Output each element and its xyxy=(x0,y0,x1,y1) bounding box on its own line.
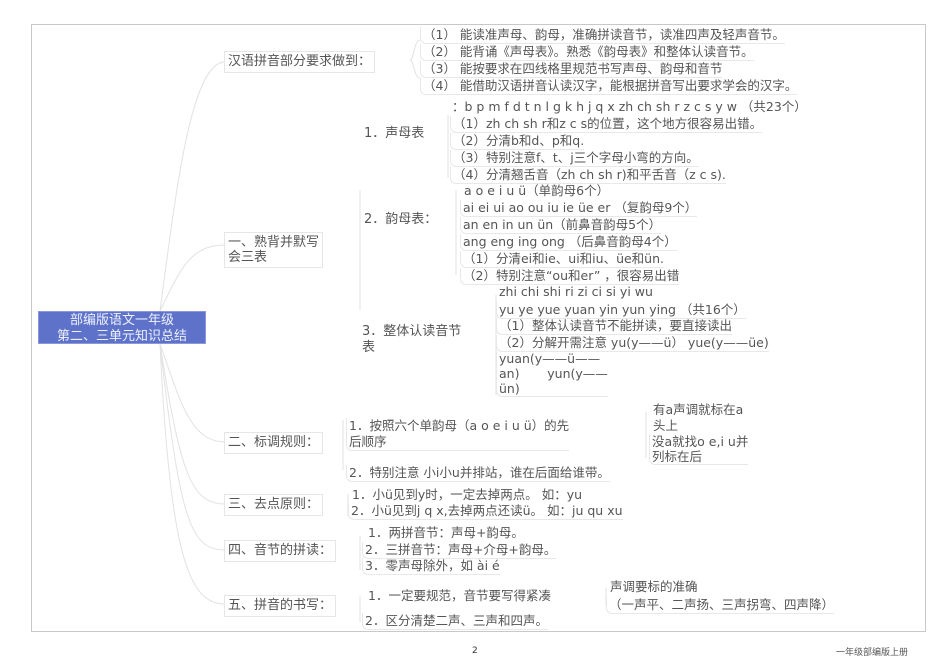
intro-item-3: （3） 能按要求在四线格里规范书写声母、韵母和音节 xyxy=(420,61,723,78)
four-item-1: 1．两拼音节：声母+韵母。 xyxy=(368,525,524,540)
sub-shengmu[interactable]: 1．声母表 xyxy=(364,126,424,142)
branch-four[interactable]: 四、音节的拼读： xyxy=(224,540,337,562)
two-item-1-line1: 1．按照六个单韵母（a o e i u ü）的先 xyxy=(349,418,570,433)
branch-one-label-line1: 一、熟背并默写 xyxy=(228,235,320,250)
zhengti-item-3: （2）分解开需注意 yu(y——ü） yue(y——üe) xyxy=(496,335,769,352)
yunmu-item-0: a o e i u ü（单韵母6个） xyxy=(464,183,610,198)
yunmu-item-5: （2）特别注意“ou和er” ，很容易出错 xyxy=(460,268,680,285)
yunmu-item-1: ai ei ui ao ou iu ie üe er （复韵母9个） xyxy=(460,200,698,217)
sub-yunmu[interactable]: 2．韵母表： xyxy=(364,212,437,228)
zhengti-item-1: yu ye yue yuan yin yun ying （共16个） xyxy=(496,302,746,319)
zhengti-extra-line2: an) yun(y—— xyxy=(499,366,608,381)
shengmu-item-0: ：b p m f d t n l g k h j q x zh ch sh r … xyxy=(452,99,807,114)
five-note-2: （一声平、二声扬、三声拐弯、四声降） xyxy=(606,597,835,614)
document-footer-title: 一年级部编版上册 xyxy=(836,648,909,658)
zhengti-item-0: zhi chi shi ri zi ci si yi wu xyxy=(499,284,653,299)
intro-item-1: （1） 能读准声母、韵母，准确拼读音节，读准四声及轻声音节。 xyxy=(420,27,785,44)
two-note-1: 有a声调就标在a 头上 xyxy=(651,402,743,434)
intro-item-4: （4） 能借助汉语拼音认读汉字，能根据拼音写出要求学会的汉字。 xyxy=(420,78,798,95)
two-item-1: 1．按照六个单韵母（a o e i u ü）的先 后顺序 xyxy=(346,418,570,451)
two-item-2: 2．特别注意 小i小u并排站，谁在后面给谁带。 xyxy=(346,465,610,482)
five-item-1: 1．一定要规范，音节要写得紧凑 xyxy=(368,588,551,603)
two-note-2-line1: 没a就找o e,i u并 xyxy=(652,434,749,449)
root-node[interactable]: 部编版语文一年级 第二、三单元知识总结 xyxy=(38,311,206,344)
branch-five-label: 五、拼音的书写： xyxy=(228,598,333,613)
sub-yunmu-label: 2．韵母表： xyxy=(364,212,438,227)
branch-four-label: 四、音节的拼读： xyxy=(228,543,333,558)
branch-one[interactable]: 一、熟背并默写 会三表 xyxy=(224,232,324,268)
two-item-1-line2: 后顺序 xyxy=(349,434,387,449)
two-note-2: 没a就找o e,i u并 列标在后 xyxy=(649,434,749,465)
root-title-line2: 第二、三单元知识总结 xyxy=(56,329,187,344)
branch-intro-label: 汉语拼音部分要求做到： xyxy=(228,54,372,69)
five-item-2: 2．区分清楚二声、三声和四声。 xyxy=(362,613,548,630)
three-item-1: 1．小ü见到y时，一定去掉两点。 如：yu xyxy=(352,487,583,502)
branch-three-label: 三、去点原则： xyxy=(228,497,320,512)
two-note-1-line2: 头上 xyxy=(653,418,679,433)
branch-three[interactable]: 三、去点原则： xyxy=(224,494,324,516)
zhengti-extra-line1: yuan(y——ü—— xyxy=(499,351,601,366)
sub-shengmu-label: 1．声母表 xyxy=(364,126,425,141)
yunmu-item-2: an en in un ün（前鼻音韵母5个） xyxy=(460,217,662,234)
branch-intro[interactable]: 汉语拼音部分要求做到： xyxy=(224,51,376,73)
yunmu-item-4: （1）分清ei和ie、ui和iu、üe和ün. xyxy=(460,251,665,268)
page-frame xyxy=(31,24,926,632)
zhengti-item-2: （1）整体认读音节不能拼读，要直接读出 xyxy=(496,318,732,335)
two-note-2-line2: 列标在后 xyxy=(652,449,703,464)
branch-two-label: 二、标调规则： xyxy=(228,435,320,450)
shengmu-item-2: （2）分清b和d、p和q. xyxy=(450,133,585,150)
four-item-3: 3．零声母除外，如 ài é xyxy=(362,558,500,575)
shengmu-item-3: （3）特别注意f、t、j三个字母小弯的方向。 xyxy=(450,150,699,167)
branch-two[interactable]: 二、标调规则： xyxy=(224,432,324,454)
two-note-1-line1: 有a声调就标在a xyxy=(653,402,744,417)
yunmu-item-3: ang eng ing ong （后鼻音韵母4个） xyxy=(460,234,677,251)
page-number: 2 xyxy=(472,646,478,656)
zhengti-extra-line3: ün) xyxy=(499,381,520,396)
root-title-line1: 部编版语文一年级 xyxy=(69,313,174,328)
shengmu-item-1: （1）zh ch sh r和z c s的位置，这个地方很容易出错。 xyxy=(450,116,763,133)
sub-zhengti[interactable]: 3．整体认读音节 表 xyxy=(362,324,461,356)
sub-zhengti-label-line2: 表 xyxy=(362,340,376,355)
branch-one-label-line2: 会三表 xyxy=(228,250,268,265)
shengmu-item-4: （4）分清翘舌音（zh ch sh r)和平舌音（z c s). xyxy=(450,167,726,184)
branch-five[interactable]: 五、拼音的书写： xyxy=(224,595,337,617)
intro-item-2: （2） 能背诵《声母表》。熟悉《韵母表》和整体认读音节。 xyxy=(420,44,754,61)
five-note-1: 声调要标的准确 xyxy=(610,579,698,594)
three-item-2: 2．小ü见到j q x,去掉两点还读ü。 如：ju qu xu xyxy=(348,503,623,520)
zhengti-extra: yuan(y——ü—— an) yun(y—— ün) xyxy=(496,351,608,397)
sub-zhengti-label-line1: 3．整体认读音节 xyxy=(362,324,462,339)
four-item-2: 2．三拼音节：声母+介母+韵母。 xyxy=(362,542,557,559)
